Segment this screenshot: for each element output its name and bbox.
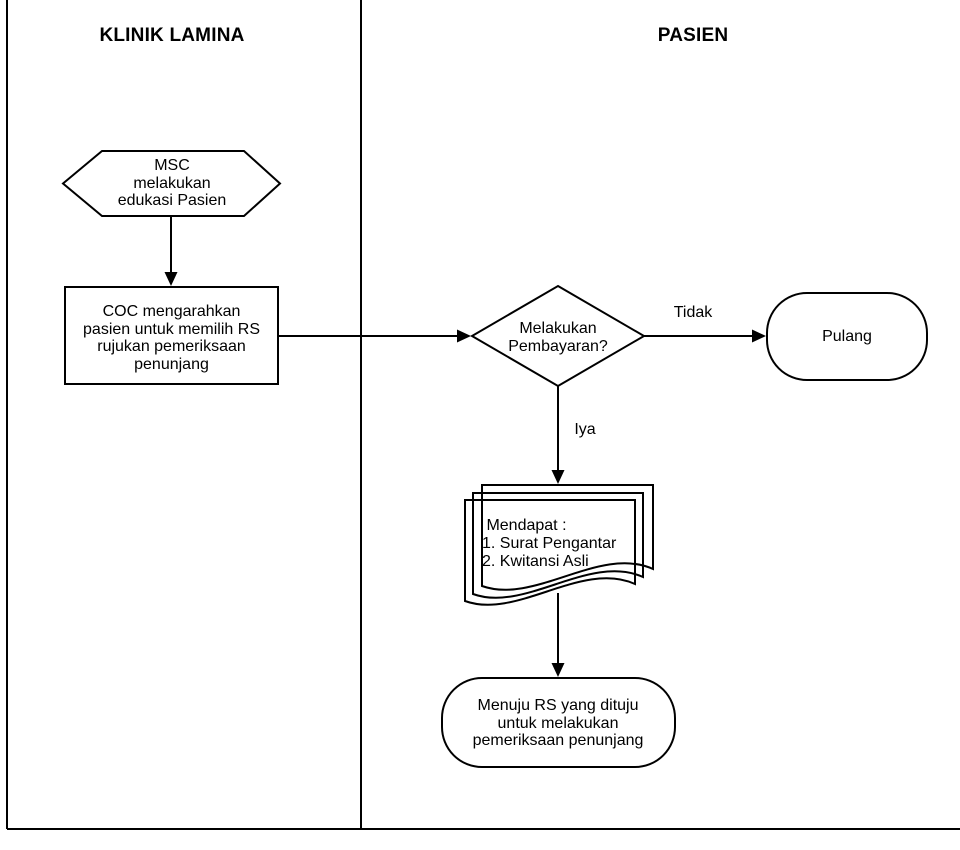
connectors — [170, 216, 753, 664]
msc-node-label: MSC melakukan edukasi Pasien — [117, 157, 227, 209]
decision-diamond-payment — [470, 284, 646, 388]
document-middle — [472, 492, 644, 599]
terminator-shape-pulang — [766, 292, 928, 381]
swimlane-frame — [6, 0, 960, 830]
arrowhead-into-documents — [551, 470, 565, 484]
arrowhead-into-rs — [551, 663, 565, 677]
iya-edge-label: Iya — [574, 421, 596, 438]
tidak-edge-label: Tidak — [673, 304, 713, 321]
lane-title-klinik-lamina: KLINIK LAMINA — [99, 25, 245, 46]
process-box-coc — [64, 286, 279, 385]
arrowhead-into-coc — [164, 272, 178, 286]
payment-decision-label: Melakukan Pembayaran? — [508, 320, 608, 355]
hexagon-shape-msc — [61, 150, 282, 217]
multi-document-shape — [464, 484, 654, 606]
documents-node-label: Mendapat : 1. Surat Pengantar 2. Kwitans… — [482, 517, 617, 570]
document-front — [464, 499, 636, 606]
lane-title-pasien: PASIEN — [657, 25, 729, 46]
arrowhead-into-pulang — [752, 329, 766, 343]
goto-rs-node-label: Menuju RS yang dituju untuk melakukan pe… — [472, 697, 644, 749]
terminator-shape-goto-rs — [441, 677, 676, 768]
coc-node-label: COC mengarahkan pasien untuk memilih RS … — [83, 303, 260, 373]
arrowheads — [164, 272, 766, 677]
document-back — [481, 484, 654, 591]
pulang-node-label: Pulang — [822, 328, 872, 345]
arrowhead-into-decision — [457, 329, 471, 343]
